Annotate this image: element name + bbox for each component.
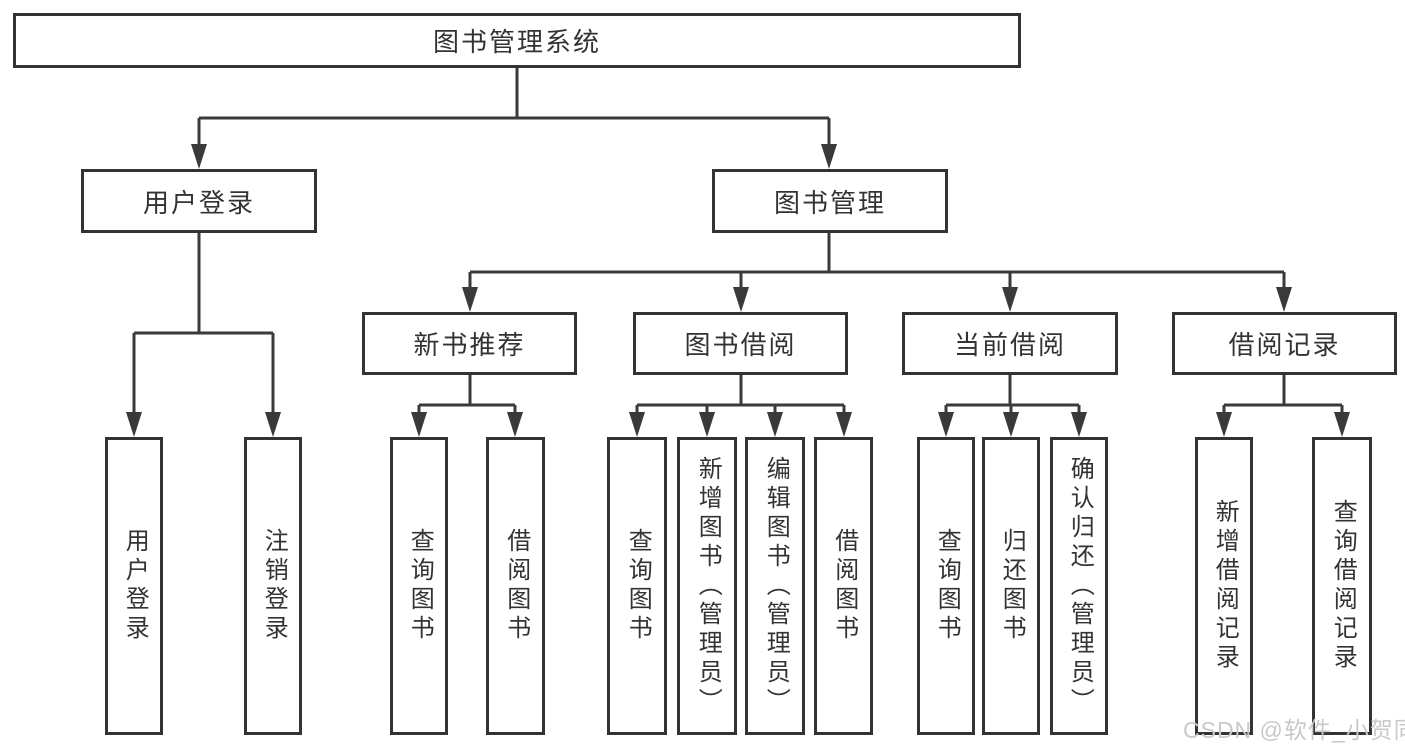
node-leaf-return-books: 归还图书: [982, 437, 1040, 735]
node-leaf-user-login: 用户登录: [105, 437, 163, 735]
node-leaf-query-books-3: 查询图书: [917, 437, 975, 735]
csdn-watermark: CSDN @软件_小贺同学: [1183, 717, 1405, 743]
node-leaf-edit-books-admin: 编辑图书（管理员）: [745, 437, 805, 735]
node-leaf-borrow-books-2: 借阅图书: [814, 437, 873, 735]
node-user-login: 用户登录: [81, 169, 317, 233]
node-book-borrowing: 图书借阅: [633, 312, 848, 375]
node-leaf-query-borrow-record: 查询借阅记录: [1312, 437, 1372, 735]
node-leaf-add-borrow-record: 新增借阅记录: [1195, 437, 1253, 735]
node-library-management-system: 图书管理系统: [13, 13, 1021, 68]
node-new-book-recommendation: 新书推荐: [362, 312, 577, 375]
node-current-borrowing: 当前借阅: [902, 312, 1118, 375]
node-leaf-add-books-admin: 新增图书（管理员）: [677, 437, 737, 735]
node-leaf-confirm-return-admin: 确认归还（管理员）: [1050, 437, 1108, 735]
node-book-management: 图书管理: [712, 169, 948, 233]
node-leaf-borrow-books-1: 借阅图书: [486, 437, 545, 735]
node-leaf-query-books-2: 查询图书: [607, 437, 667, 735]
node-borrowing-records: 借阅记录: [1172, 312, 1397, 375]
node-leaf-query-books-1: 查询图书: [390, 437, 448, 735]
node-leaf-logout: 注销登录: [244, 437, 302, 735]
